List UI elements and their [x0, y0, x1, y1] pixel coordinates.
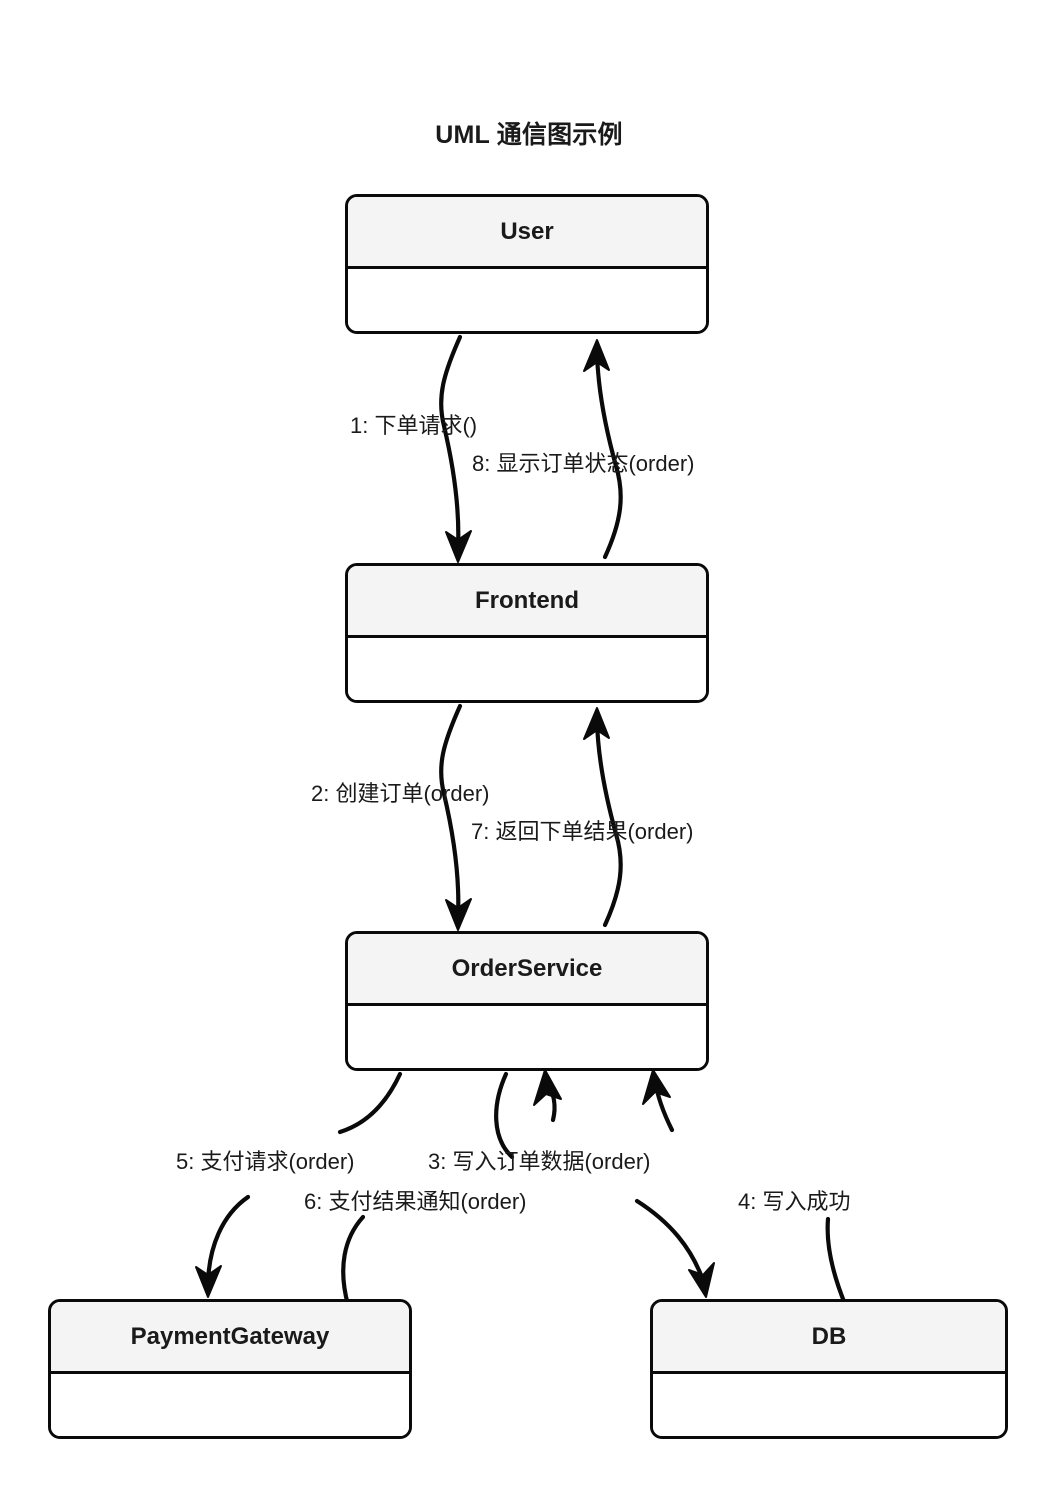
participant-paymentgateway-body: [51, 1374, 409, 1436]
participant-user[interactable]: User: [345, 194, 709, 334]
participant-db-body: [653, 1374, 1005, 1436]
message-label-5: 5: 支付请求(order): [176, 1149, 355, 1174]
participant-paymentgateway[interactable]: PaymentGateway: [48, 1299, 412, 1439]
message-label-7: 7: 返回下单结果(order): [471, 819, 694, 844]
participant-orderservice-body: [348, 1006, 706, 1068]
edge-6-paymentgateway-to-orderservice: [341, 1069, 562, 1308]
edge-7-orderservice-to-frontend: [583, 707, 623, 928]
participant-frontend-label: Frontend: [348, 566, 706, 638]
participant-db[interactable]: DB: [650, 1299, 1008, 1439]
message-label-8: 8: 显示订单状态(order): [472, 451, 695, 476]
edge-8-frontend-to-user: [583, 339, 623, 560]
edge-5-orderservice-to-paymentgateway: [195, 1071, 403, 1298]
participant-user-body: [348, 269, 706, 331]
participant-orderservice[interactable]: OrderService: [345, 931, 709, 1071]
participant-frontend-body: [348, 638, 706, 700]
message-label-3: 3: 写入订单数据(order): [428, 1149, 651, 1174]
edge-1-user-to-frontend: [439, 334, 472, 563]
message-label-1: 1: 下单请求(): [350, 413, 478, 438]
edge-3-orderservice-to-db: [494, 1071, 715, 1298]
message-label-2: 2: 创建订单(order): [311, 781, 490, 806]
participant-orderservice-label: OrderService: [348, 934, 706, 1006]
participant-frontend[interactable]: Frontend: [345, 563, 709, 703]
participant-user-label: User: [348, 197, 706, 269]
page-title: UML 通信图示例: [435, 121, 623, 149]
message-label-6: 6: 支付结果通知(order): [304, 1189, 527, 1214]
edge-4-db-to-orderservice: [642, 1069, 848, 1307]
participant-paymentgateway-label: PaymentGateway: [51, 1302, 409, 1374]
message-label-4: 4: 写入成功: [738, 1189, 851, 1214]
edge-2-frontend-to-orderservice: [439, 703, 472, 931]
participant-db-label: DB: [653, 1302, 1005, 1374]
